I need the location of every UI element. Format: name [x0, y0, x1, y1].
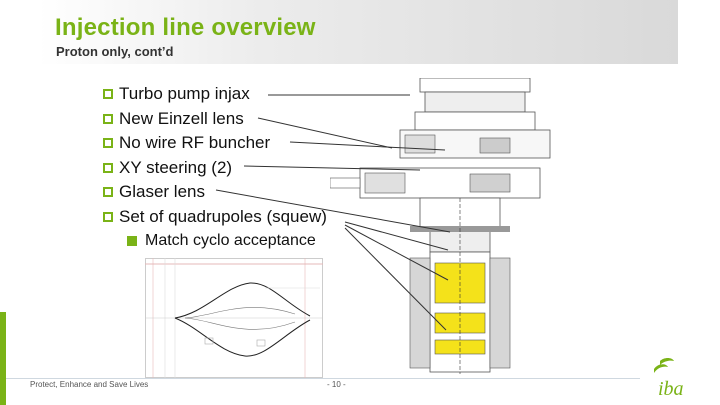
- filled-square-bullet-icon: [127, 236, 137, 247]
- slide-subtitle: Proton only, cont’d: [56, 44, 174, 59]
- bullet-label: No wire RF buncher: [119, 133, 271, 153]
- bullet-item: Glaser lens: [103, 180, 327, 205]
- bullet-list: Turbo pump injax New Einzell lens No wir…: [103, 82, 327, 254]
- square-bullet-icon: [103, 89, 113, 100]
- bullet-label: New Einzell lens: [119, 108, 244, 128]
- bullet-item: New Einzell lens: [103, 107, 327, 132]
- bullet-item: XY steering (2): [103, 156, 327, 181]
- bullet-item: Set of quadrupoles (squew): [103, 205, 327, 230]
- footer-divider: [0, 378, 640, 379]
- bullet-label: XY steering (2): [119, 157, 233, 177]
- square-bullet-icon: [103, 113, 113, 124]
- square-bullet-icon: [103, 187, 113, 198]
- bullet-label: Glaser lens: [119, 182, 205, 202]
- injection-line-drawing: [330, 78, 551, 374]
- square-bullet-icon: [103, 211, 113, 222]
- bullet-label: Turbo pump injax: [119, 84, 250, 104]
- square-bullet-icon: [103, 138, 113, 149]
- footer-tagline: Protect, Enhance and Save Lives: [30, 380, 149, 389]
- bullet-item: No wire RF buncher: [103, 131, 327, 156]
- bullet-item: Turbo pump injax: [103, 82, 327, 107]
- page-number: - 10 -: [327, 380, 346, 389]
- accent-bar: [0, 312, 6, 405]
- beam-envelope-plot: [145, 258, 323, 378]
- logo-wordmark: iba: [658, 378, 684, 399]
- slide-title: Injection line overview: [55, 14, 316, 41]
- header-band: [38, 0, 678, 64]
- sub-bullet-item: Match cyclo acceptance: [127, 229, 327, 254]
- bullet-label: Set of quadrupoles (squew): [119, 206, 327, 226]
- square-bullet-icon: [103, 162, 113, 173]
- iba-logo-icon: iba: [654, 358, 684, 399]
- sub-bullet-label: Match cyclo acceptance: [145, 232, 316, 250]
